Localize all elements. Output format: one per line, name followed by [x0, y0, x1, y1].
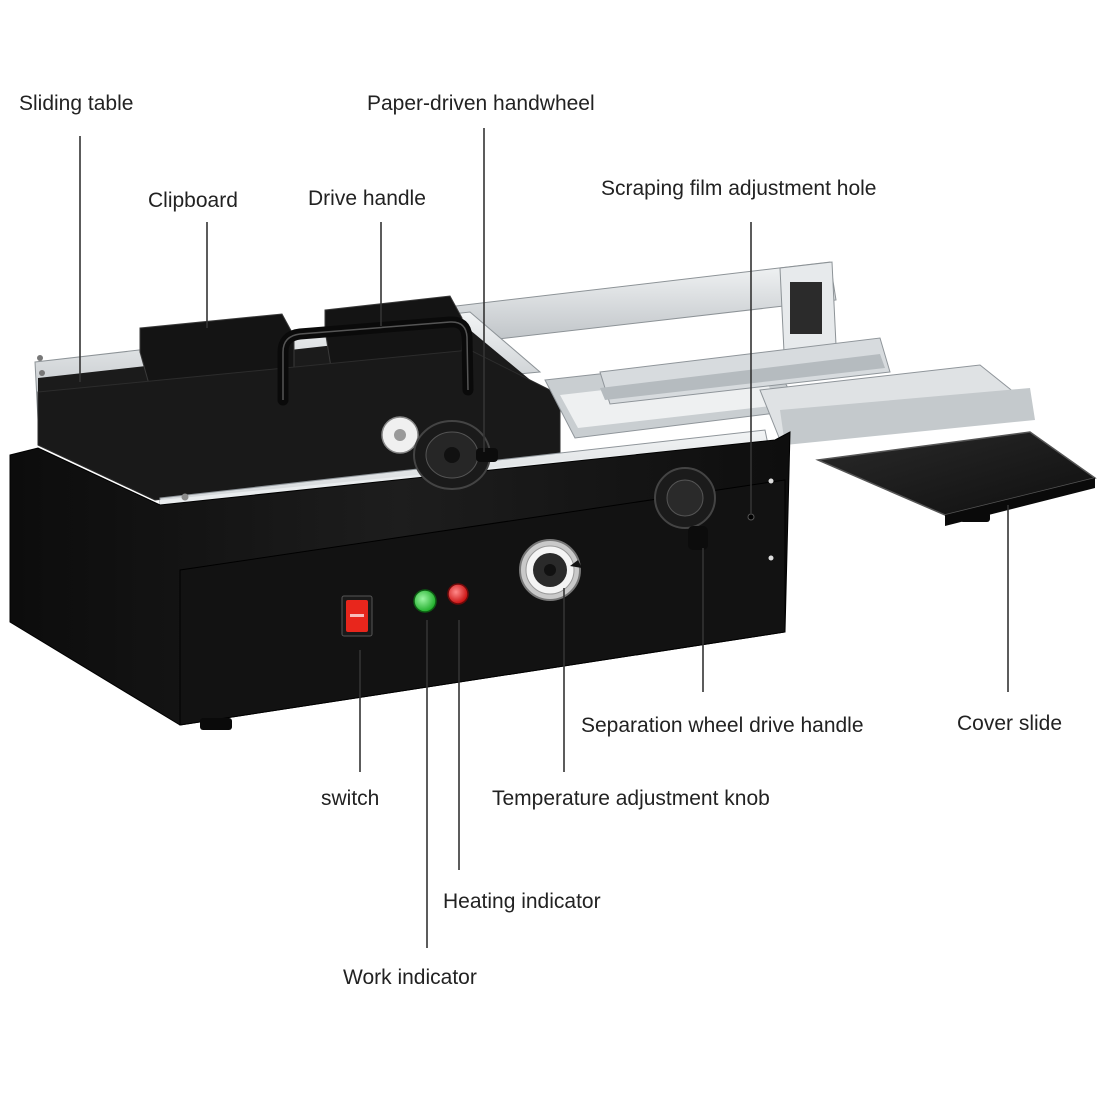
back-rail [379, 261, 837, 353]
label-work-indicator: Work indicator [343, 966, 477, 989]
label-drive-handle: Drive handle [308, 187, 426, 210]
heating-indicator-icon [447, 583, 469, 605]
label-heating-indicator: Heating indicator [443, 890, 601, 913]
label-clipboard: Clipboard [148, 189, 238, 212]
work-indicator-icon [413, 589, 437, 613]
power-switch-icon [341, 595, 373, 637]
label-cover-slide: Cover slide [957, 712, 1063, 735]
separation-wheel-drive-handle-icon [654, 467, 716, 550]
paper-driven-handwheel-icon [381, 416, 498, 490]
label-temperature-adjustment-knob: Temperature adjustment knob [492, 787, 770, 810]
mechanism [544, 337, 1035, 445]
drive-handle [277, 316, 474, 406]
cover-slide [815, 431, 1097, 526]
machine-foot [200, 718, 232, 730]
label-sliding-table: Sliding table [19, 92, 134, 115]
label-paper-driven-handwheel: Paper-driven handwheel [367, 92, 595, 115]
label-separation-wheel-drive-handle: Separation wheel drive handle [581, 714, 864, 737]
temperature-adjustment-knob-icon [519, 539, 582, 601]
machine-body-front [179, 479, 786, 726]
label-scraping-film-adjustment-hole: Scraping film adjustment hole [601, 177, 877, 200]
label-switch: switch [321, 787, 380, 810]
leader-lines [79, 128, 1009, 948]
scraping-film-adjustment-hole-icon [747, 478, 774, 561]
